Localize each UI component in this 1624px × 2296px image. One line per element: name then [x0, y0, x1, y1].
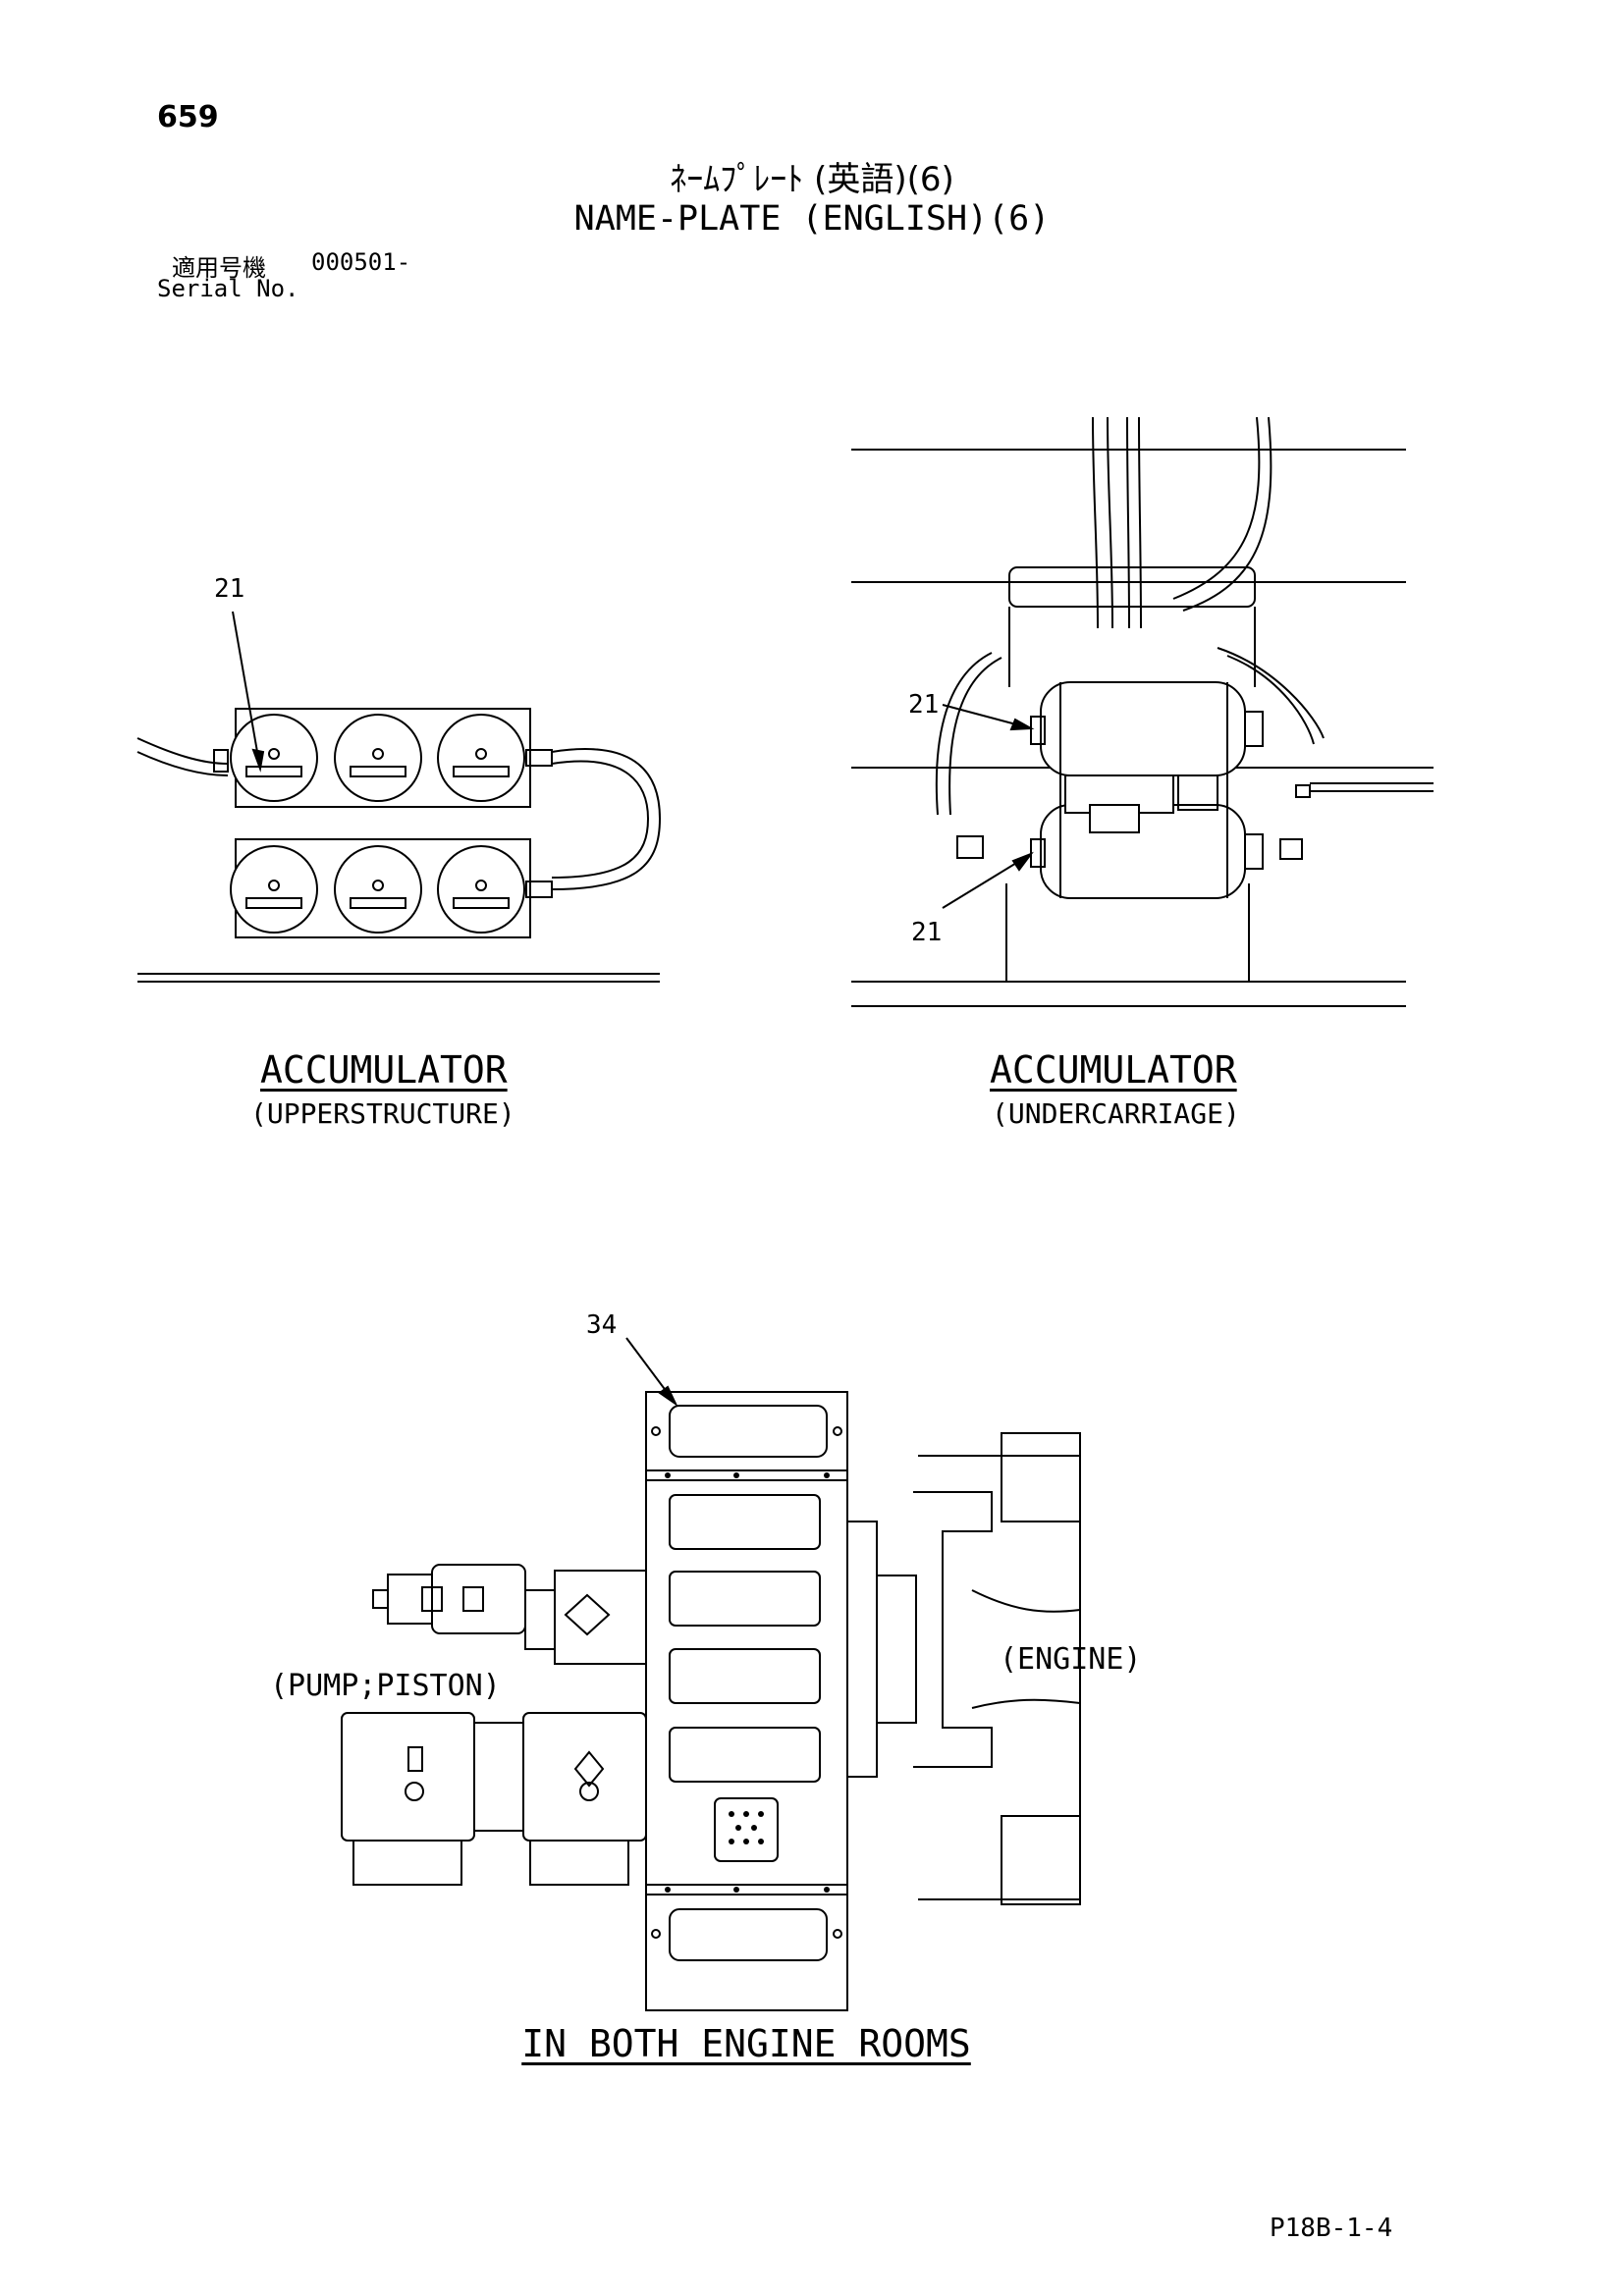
caption-upperstructure-subtitle: (UPPERSTRUCTURE) [250, 1097, 515, 1130]
accumulator-upperstructure-drawing [137, 612, 660, 982]
engine-room-drawing [342, 1338, 1080, 2010]
page-title-english: NAME-PLATE (ENGLISH)(6) [573, 199, 1051, 239]
serial-label-english: Serial No. [157, 275, 299, 302]
caption-undercarriage-subtitle: (UNDERCARRIAGE) [992, 1097, 1240, 1130]
caption-accumulator-upperstructure: ACCUMULATOR [260, 1048, 508, 1092]
page-title-japanese: ﾈｰﾑﾌﾟﾚｰﾄ (英語)(6) [670, 160, 954, 199]
label-engine: (ENGINE) [1000, 1642, 1142, 1677]
caption-in-both-engine-rooms: IN BOTH ENGINE ROOMS [521, 2022, 971, 2065]
page-number: 659 [157, 100, 219, 134]
caption-accumulator-undercarriage: ACCUMULATOR [990, 1048, 1237, 1092]
label-pump-piston: (PUMP;PISTON) [270, 1669, 501, 1703]
accumulator-undercarriage-drawing [851, 417, 1434, 1006]
callout-21-upper: 21 [214, 574, 245, 604]
serial-number-range: 000501- [311, 248, 411, 276]
document-code: P18B-1-4 [1270, 2214, 1393, 2243]
callout-21-under-bottom: 21 [911, 918, 943, 947]
serial-label-japanese: 適用号機 [172, 254, 266, 282]
callout-21-under-top: 21 [908, 690, 940, 720]
callout-34: 34 [586, 1310, 618, 1340]
